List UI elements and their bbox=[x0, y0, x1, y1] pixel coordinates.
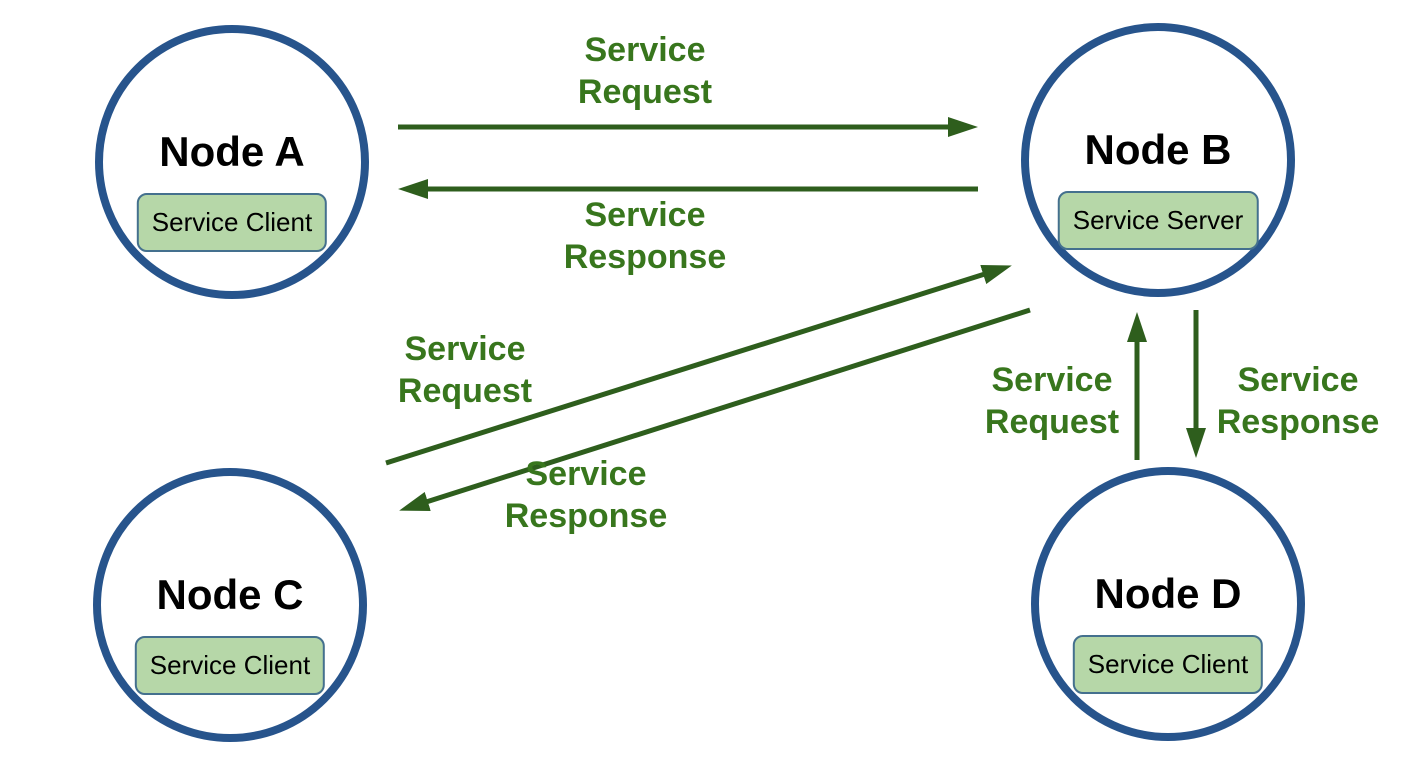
node-b-circle: Node B Service Server bbox=[1021, 23, 1295, 297]
label-b-to-a-service-response: Service Response bbox=[563, 196, 727, 276]
node-d-title: Node D bbox=[1094, 570, 1242, 617]
node-d-service-client-chip: Service Client bbox=[1072, 635, 1264, 694]
arrow-b-to-c-response bbox=[399, 307, 1031, 512]
node-c-service-client-chip: Service Client bbox=[134, 636, 326, 695]
node-c-circle: Node C Service Client bbox=[93, 468, 367, 742]
node-b-service-server-chip: Service Server bbox=[1057, 191, 1259, 250]
node-c-title: Node C bbox=[156, 571, 304, 618]
node-b-title: Node B bbox=[1084, 126, 1232, 173]
node-d-circle: Node D Service Client bbox=[1031, 467, 1305, 741]
arrow-c-to-b-request bbox=[385, 264, 1012, 466]
label-c-to-b-service-request: Service Request bbox=[397, 330, 533, 410]
label-b-to-d-service-response: Service Response bbox=[1216, 361, 1380, 441]
node-a-service-client-chip: Service Client bbox=[136, 193, 328, 252]
label-b-to-c-service-response: Service Response bbox=[504, 455, 668, 535]
node-a-title: Node A bbox=[159, 128, 305, 175]
label-d-to-b-service-request: Service Request bbox=[984, 361, 1120, 441]
label-a-to-b-service-request: Service Request bbox=[577, 31, 713, 111]
node-a-circle: Node A Service Client bbox=[95, 25, 369, 299]
